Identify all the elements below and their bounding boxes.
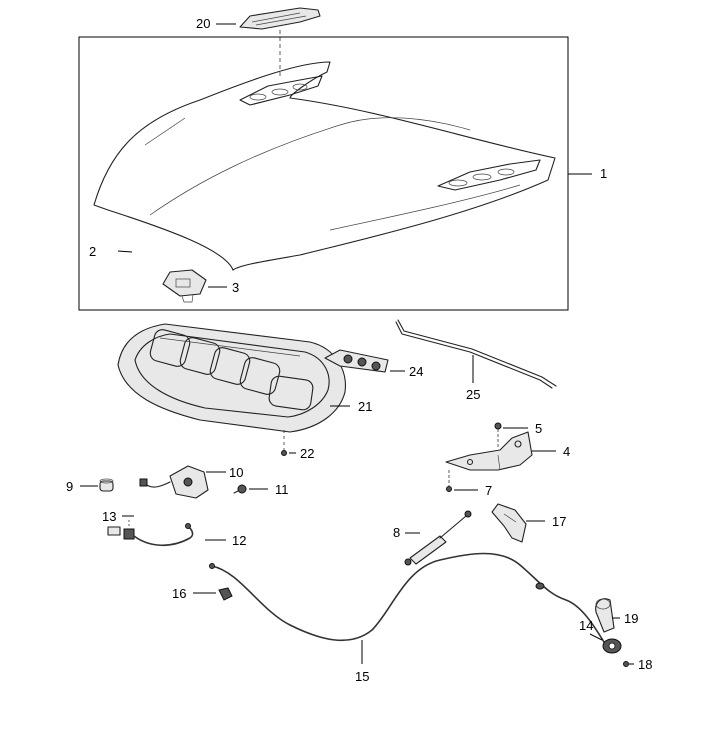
callout-1: 1 [600,166,607,181]
part-12-harness [133,523,194,547]
part-17-hinge-cover [491,503,527,543]
callout-15: 15 [355,669,369,684]
callout-19: 19 [624,611,638,626]
callout-3: 3 [232,280,239,295]
part-18-screw [623,661,629,667]
callout-11: 11 [275,482,289,497]
callout-18: 18 [638,657,652,672]
callout-9: 9 [66,479,73,494]
leader-14 [589,633,603,641]
part-22-clip [281,450,287,456]
callout-21: 21 [358,399,372,414]
callout-10: 10 [229,465,243,480]
callout-5: 5 [535,421,542,436]
part-11-bolt [233,484,247,494]
part-13-switch [107,520,135,540]
part-25-support-rod [395,319,557,389]
part-3-striker [162,269,207,303]
part-15-release-cable [209,552,605,643]
part-10-hood-latch [139,465,209,499]
part-24-pads [324,349,389,373]
callout-14: 14 [579,618,593,633]
part-19-release-handle [595,598,615,633]
part-20-hood-vent [239,7,321,78]
part-16-cable-clip [218,587,233,601]
part-1-hood-panel [93,61,556,271]
callout-25: 25 [466,387,480,402]
part-8-gas-strut [404,510,472,566]
leader-2 [117,250,133,253]
part-4-hinge [445,431,533,471]
callout-16: 16 [172,586,186,601]
callout-7: 7 [485,483,492,498]
callout-2: 2 [89,244,96,259]
part-5-bolt [494,422,502,448]
callout-24: 24 [409,364,423,379]
callout-20: 20 [196,16,210,31]
callout-12: 12 [232,533,246,548]
part-14-handle-bracket [602,638,622,654]
callout-22: 22 [300,446,314,461]
part-7-nut [446,486,452,492]
callout-4: 4 [563,444,570,459]
part-9-bumper [99,478,114,492]
part-21-hood-inner-panel [117,323,346,433]
callout-17: 17 [552,514,566,529]
callout-8: 8 [393,525,400,540]
callout-13: 13 [102,509,116,524]
hood-assembly-frame [78,36,569,311]
